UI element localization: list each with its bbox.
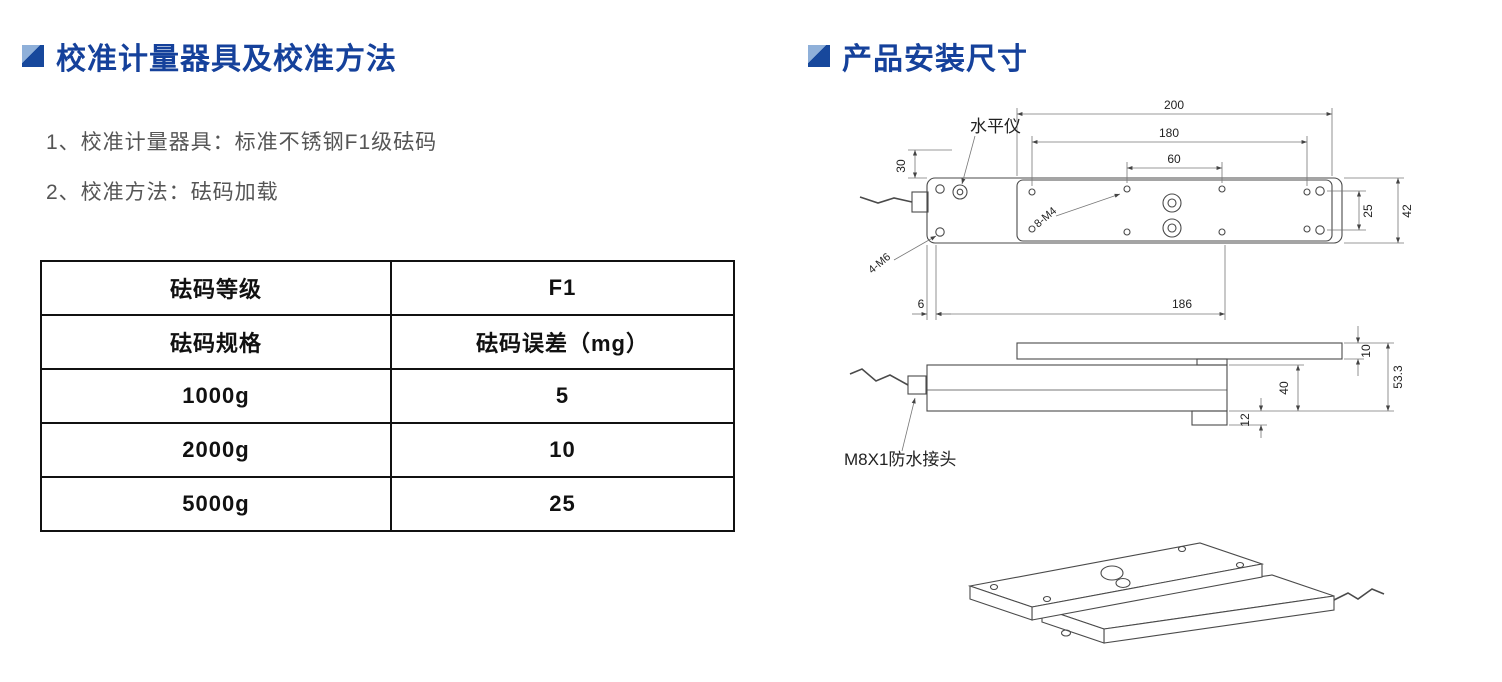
level-indicator <box>952 184 968 200</box>
table-cell-weight-grade-label: 砝码等级 <box>40 260 392 316</box>
table-row: 1000g 5 <box>40 368 735 424</box>
center-hole <box>1162 218 1182 238</box>
table-cell-weight-error-label: 砝码误差（mg） <box>390 314 735 370</box>
m4-hole <box>1028 225 1036 233</box>
installation-drawing: 200 180 60 30 25 42 6 186 水平仪 4-M6 8-M4 <box>844 98 1414 644</box>
center-hole-iso <box>1100 565 1124 581</box>
level-label: 水平仪 <box>970 117 1021 136</box>
dimensions-section-title: 产品安装尺寸 <box>842 43 1028 76</box>
table-cell-5000g: 5000g <box>40 476 392 532</box>
table-row: 5000g 25 <box>40 476 735 532</box>
dim-42: 42 <box>1400 204 1414 218</box>
calibration-section-title: 校准计量器具及校准方法 <box>56 43 397 76</box>
dim-186: 186 <box>1172 297 1192 311</box>
body-side <box>926 364 1228 412</box>
installation-drawing-area: 200 180 60 30 25 42 6 186 水平仪 4-M6 8-M4 <box>842 88 1502 682</box>
table-row: 砝码规格 砝码误差（mg） <box>40 314 735 370</box>
thread-m6-label: 4-M6 <box>866 251 893 276</box>
dim-10: 10 <box>1359 344 1373 358</box>
m6-hole <box>1315 225 1325 235</box>
m4-hole <box>1303 188 1311 196</box>
table-cell-2000g-error: 10 <box>390 422 735 478</box>
m4-hole <box>1123 228 1131 236</box>
cable-line <box>859 196 913 204</box>
table-cell-1000g: 1000g <box>40 368 392 424</box>
top-plate-side <box>1016 342 1343 360</box>
side-view-outline <box>849 342 1343 426</box>
dim-25: 25 <box>1361 204 1375 218</box>
dim-60: 60 <box>1167 152 1181 166</box>
dim-53-3: 53.3 <box>1391 365 1405 389</box>
m6-hole <box>935 227 945 237</box>
center-hole <box>1162 193 1182 213</box>
table-cell-weight-spec-label: 砝码规格 <box>40 314 392 370</box>
m4-hole <box>1123 185 1131 193</box>
table-row: 2000g 10 <box>40 422 735 478</box>
m6-hole <box>1315 186 1325 196</box>
table-cell-1000g-error: 5 <box>390 368 735 424</box>
top-view-outline <box>859 177 1343 244</box>
m4-hole <box>1028 188 1036 196</box>
top-view-dimension-lines <box>893 108 1404 320</box>
table-row: 砝码等级 F1 <box>40 260 735 316</box>
section-bullet-icon <box>22 45 44 67</box>
cable-line-side <box>849 368 909 386</box>
cable-line-iso <box>1333 588 1385 601</box>
calibration-instrument-line: 1、校准计量器具：标准不锈钢F1级砝码 <box>46 131 438 154</box>
m4-hole <box>1303 225 1311 233</box>
isometric-view <box>967 542 1385 644</box>
dim-200: 200 <box>1164 98 1184 112</box>
m4-hole <box>1218 185 1226 193</box>
dim-40: 40 <box>1277 381 1291 395</box>
calibration-section-header: 校准计量器具及校准方法 <box>22 34 397 78</box>
section-bullet-icon <box>808 45 830 67</box>
dim-12: 12 <box>1238 413 1252 427</box>
m6-hole <box>935 184 945 194</box>
dim-30: 30 <box>894 159 908 173</box>
dim-6: 6 <box>918 297 925 311</box>
thread-m4-label: 8-M4 <box>1032 205 1059 230</box>
dimensions-section-header: 产品安装尺寸 <box>808 34 1028 78</box>
side-view-dimension-lines <box>901 326 1394 452</box>
table-cell-2000g: 2000g <box>40 422 392 478</box>
cable-gland-side <box>907 375 927 395</box>
table-cell-weight-grade-value: F1 <box>390 260 735 316</box>
connector-label: M8X1防水接头 <box>844 450 956 469</box>
calibration-method-line: 2、校准方法：砝码加载 <box>46 181 279 204</box>
calibration-table: 砝码等级 F1 砝码规格 砝码误差（mg） 1000g 5 2000g 10 5… <box>40 260 735 532</box>
m4-hole <box>1218 228 1226 236</box>
dim-180: 180 <box>1159 126 1179 140</box>
cable-gland-top <box>911 191 929 213</box>
table-cell-5000g-error: 25 <box>390 476 735 532</box>
side-view-labels: 10 53.3 40 12 M8X1防水接头 <box>844 344 1405 469</box>
